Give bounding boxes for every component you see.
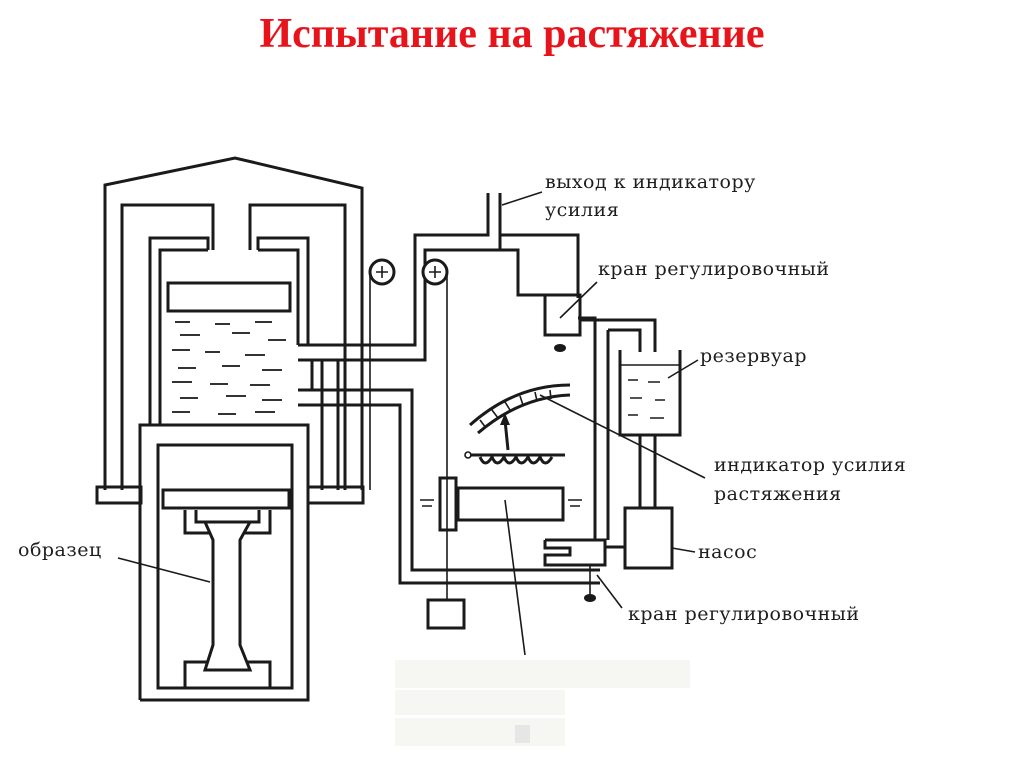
blurred-label: [395, 660, 690, 688]
label-reservoir: резервуар: [700, 345, 807, 367]
force-indicator: [420, 383, 582, 532]
pulley-left: [368, 258, 396, 286]
reservoir: [618, 350, 682, 437]
valve-top-knob: [554, 344, 566, 352]
label-pump: насос: [698, 541, 757, 563]
drum-leader: [504, 499, 526, 656]
label-output: выход к индикатору: [545, 171, 756, 193]
label-valve-bottom: кран регулировочный: [628, 603, 860, 625]
valve-top: [543, 293, 582, 337]
machine-frame: [95, 156, 365, 505]
pulley-right: [421, 258, 449, 286]
slide-title: Испытание на растяжение: [259, 11, 765, 57]
label-output-2: усилия: [545, 199, 619, 221]
label-indicator-2: растяжения: [714, 483, 842, 505]
label-specimen: образец: [18, 539, 102, 561]
specimen-leader: [117, 557, 211, 583]
valve-bottom: [543, 538, 607, 602]
liquid: [172, 321, 286, 415]
pump: [623, 506, 674, 570]
pipes: [298, 193, 657, 585]
piston: [166, 281, 292, 313]
label-indicator: индикатор усилия: [714, 454, 906, 476]
specimen: [202, 520, 253, 672]
label-valve-top: кран регулировочный: [598, 258, 830, 280]
weight: [426, 598, 466, 630]
